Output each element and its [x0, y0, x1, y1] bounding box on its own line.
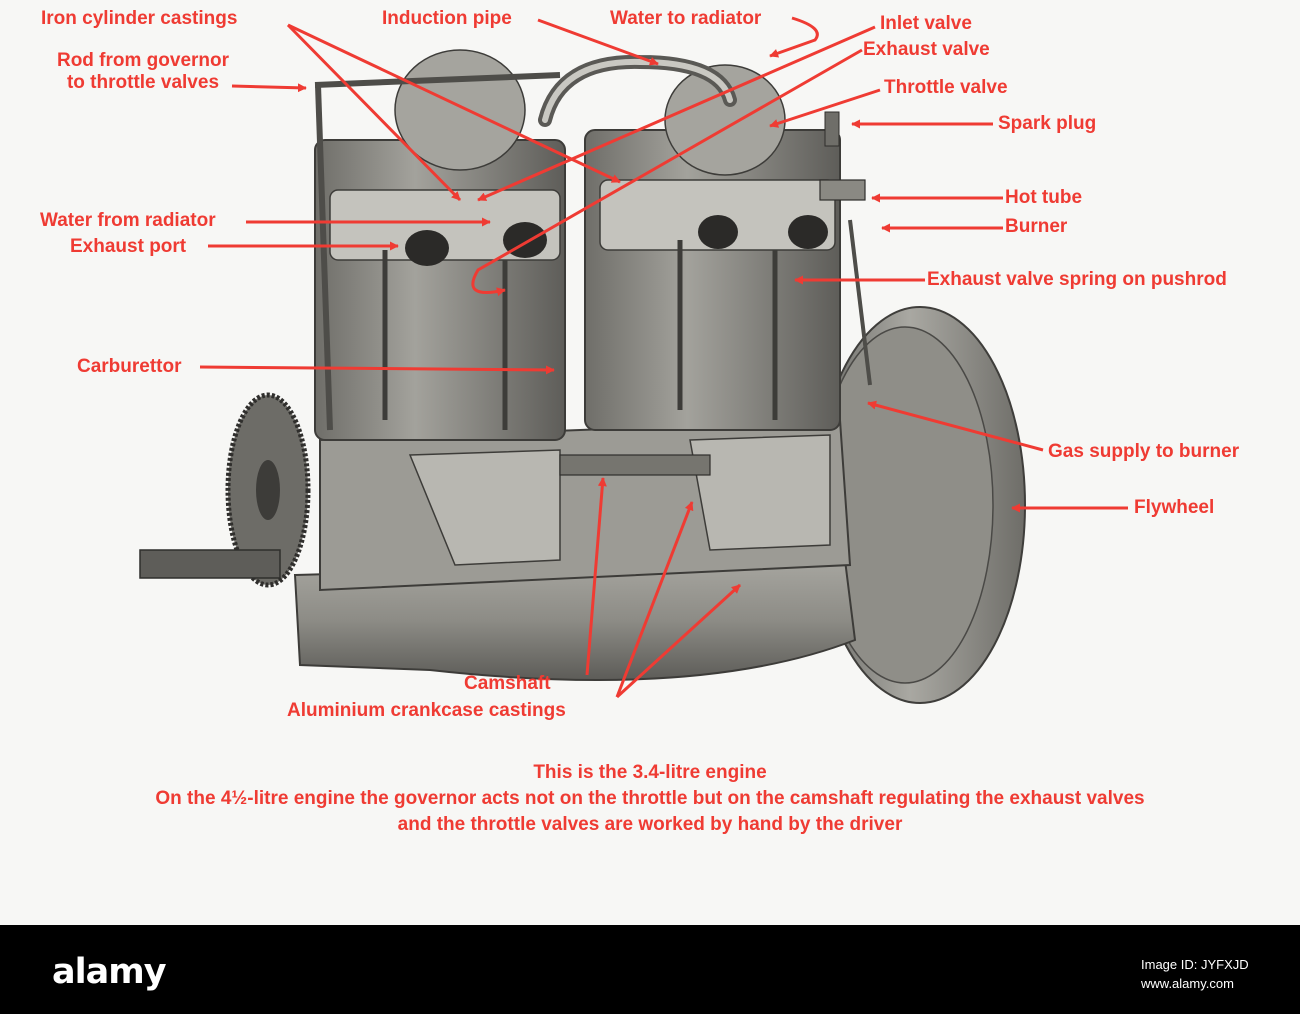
cylinder-left: [314, 139, 566, 441]
watermark-url: www.alamy.com: [1141, 976, 1234, 991]
spark-plug-body: [824, 111, 840, 147]
crankcase-arm-left: [408, 449, 561, 566]
arrow-iron-cylinder-1: [286, 23, 462, 202]
label-exhaust-port: Exhaust port: [70, 236, 187, 257]
engine-body: [139, 49, 1026, 704]
arrow-camshaft: [585, 477, 607, 676]
label-water-to-radiator: Water to radiator: [610, 8, 762, 29]
label-burner: Burner: [1005, 216, 1068, 237]
arrow-inlet-valve: [477, 25, 876, 202]
label-rod-from-governor-line2: to throttle valves: [66, 72, 220, 93]
caption-line-2: On the 4½-litre engine the governor acts…: [155, 788, 1145, 809]
label-exhaust-valve: Exhaust valve: [863, 39, 990, 60]
crankcase-arm-right: [689, 434, 831, 551]
label-throttle-valve: Throttle valve: [884, 77, 1008, 98]
governor-rod-upright: [315, 84, 333, 431]
exhaust-port-3: [698, 215, 738, 249]
watermark-logo: alamy: [52, 952, 167, 992]
label-water-from-radiator: Water from radiator: [40, 210, 216, 231]
arrow-iron-cylinder-2: [287, 23, 621, 184]
label-exhaust-valve-spring: Exhaust valve spring on pushrod: [927, 269, 1227, 290]
cylinder-head-right: [599, 179, 836, 251]
label-rod-from-governor-line1: Rod from governor: [56, 50, 230, 71]
label-hot-tube: Hot tube: [1005, 187, 1083, 208]
caption-line-1: This is the 3.4-litre engine: [533, 762, 767, 783]
label-carburettor: Carburettor: [77, 356, 182, 377]
arrow-throttle-valve: [769, 88, 881, 128]
label-spark-plug: Spark plug: [998, 113, 1097, 134]
watermark-image-id: Image ID: JYFXJD: [1141, 957, 1249, 972]
annotation-arrows: [199, 16, 1128, 699]
arrow-crankcase-2: [615, 583, 742, 699]
label-aluminium-crankcase-castings: Aluminium crankcase castings: [287, 700, 566, 721]
governor-rod: [314, 72, 561, 88]
label-flywheel: Flywheel: [1134, 497, 1215, 518]
cylinder-head-left: [329, 189, 561, 261]
label-camshaft: Camshaft: [464, 673, 551, 694]
arrow-governor-rod: [231, 83, 307, 93]
arrow-gas-supply: [867, 400, 1044, 452]
watermark-banner: [0, 925, 1300, 1014]
arrow-carburettor: [199, 365, 555, 375]
camshaft-body: [559, 454, 711, 476]
caption-line-3: and the throttle valves are worked by ha…: [397, 814, 903, 835]
label-gas-supply-to-burner: Gas supply to burner: [1048, 441, 1240, 462]
burner-pipe: [848, 219, 872, 386]
exhaust-port-4: [788, 215, 828, 249]
crankcase-lower: [293, 558, 857, 681]
label-induction-pipe: Induction pipe: [382, 8, 512, 29]
engine-drawing: [139, 16, 1128, 704]
induction-pipe-highlight: [542, 58, 733, 123]
arrow-water-to-radiator: [769, 16, 819, 58]
crankshaft-nose: [139, 549, 281, 579]
arrow-crankcase-1: [615, 501, 694, 698]
hot-tube-body: [819, 179, 866, 201]
exhaust-port-1: [405, 230, 449, 266]
timing-gear-hub: [256, 460, 280, 520]
arrow-exhaust-valve: [471, 48, 863, 297]
label-inlet-valve: Inlet valve: [880, 13, 972, 34]
label-iron-cylinder-castings: Iron cylinder castings: [41, 8, 238, 29]
label-rod-from-governor: Rod from governor to throttle valves: [38, 50, 248, 94]
arrow-induction-pipe: [537, 18, 659, 66]
